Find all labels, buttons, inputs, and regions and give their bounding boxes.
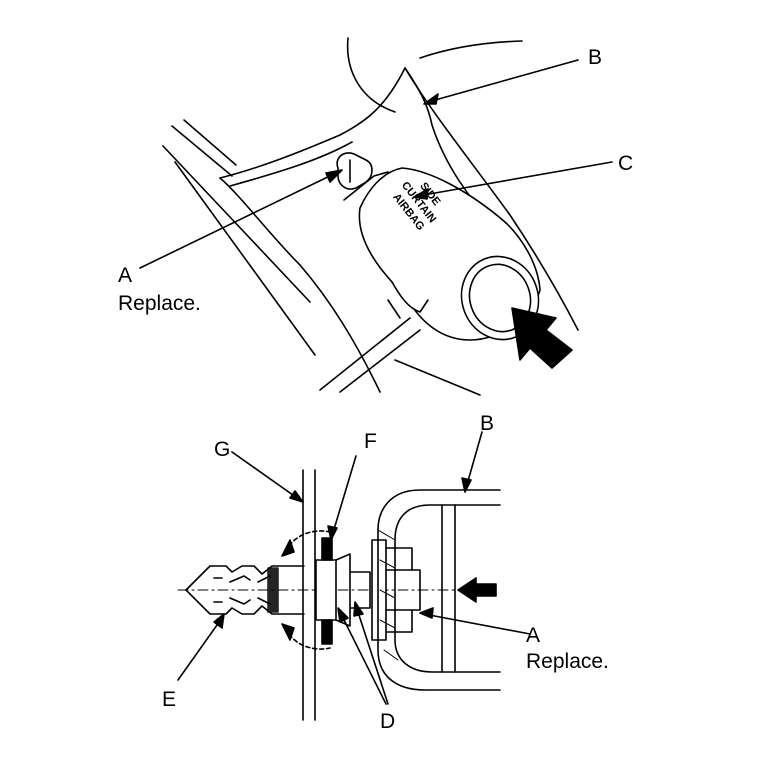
clip-e-body xyxy=(185,565,305,615)
leader-d-left-arrowhead xyxy=(337,607,349,623)
leader-a-lower xyxy=(423,613,531,635)
leader-a-upper xyxy=(139,171,339,269)
pillar-line-2 xyxy=(339,329,421,393)
push-arrow-upper xyxy=(511,307,573,369)
rotation-arrowhead-bottom xyxy=(281,623,295,641)
leader-c-upper xyxy=(417,161,613,197)
leader-d-right xyxy=(355,605,389,705)
leader-a-upper-arrowhead xyxy=(325,169,343,183)
label-a-upper: A xyxy=(118,264,132,287)
trim-panel-inner-line xyxy=(229,141,353,187)
label-c-upper: C xyxy=(618,152,633,175)
leader-b-upper-arrowhead xyxy=(423,93,439,105)
roof-top-line xyxy=(419,40,523,59)
upper-view xyxy=(139,37,613,396)
clip-a-lower xyxy=(371,539,421,641)
clip-upper xyxy=(336,152,389,201)
label-b-upper: B xyxy=(588,46,602,69)
label-a-lower-note: Replace. xyxy=(526,650,609,673)
leader-g-arrowhead xyxy=(289,490,304,503)
leader-d-left xyxy=(339,611,387,705)
lower-view xyxy=(177,431,531,721)
push-arrow-lower xyxy=(457,577,497,603)
trim-b-section xyxy=(377,489,501,691)
label-g: G xyxy=(214,438,230,461)
pillar-line-3 xyxy=(394,359,481,396)
label-d: D xyxy=(380,710,395,733)
roof-rail-lower xyxy=(162,145,311,303)
rotation-arrowhead-top xyxy=(281,539,295,557)
leader-g xyxy=(231,451,301,501)
label-a-lower: A xyxy=(526,624,540,647)
roof-rail-lower-2 xyxy=(174,161,316,356)
leader-b-lower-arrowhead xyxy=(461,477,472,493)
label-f: F xyxy=(364,430,377,453)
roof-rail-upper-2 xyxy=(183,119,237,166)
label-e: E xyxy=(162,688,176,711)
roof-edge-line xyxy=(346,37,396,113)
leader-e xyxy=(177,617,223,681)
roof-rail-upper xyxy=(171,125,233,177)
label-b-lower: B xyxy=(480,412,494,435)
trim-panel-edge xyxy=(219,177,381,393)
leader-c-upper-arrowhead xyxy=(413,188,429,200)
leader-b-upper xyxy=(427,59,579,103)
leader-d-right-arrowhead xyxy=(353,601,364,617)
leader-f-arrowhead xyxy=(327,525,338,541)
label-a-upper-note: Replace. xyxy=(118,292,201,315)
clip-flange xyxy=(315,537,371,645)
leader-e-arrowhead xyxy=(213,613,225,629)
leader-a-lower-arrowhead xyxy=(419,607,434,619)
leader-f xyxy=(331,455,357,537)
pillar-line xyxy=(319,317,411,391)
